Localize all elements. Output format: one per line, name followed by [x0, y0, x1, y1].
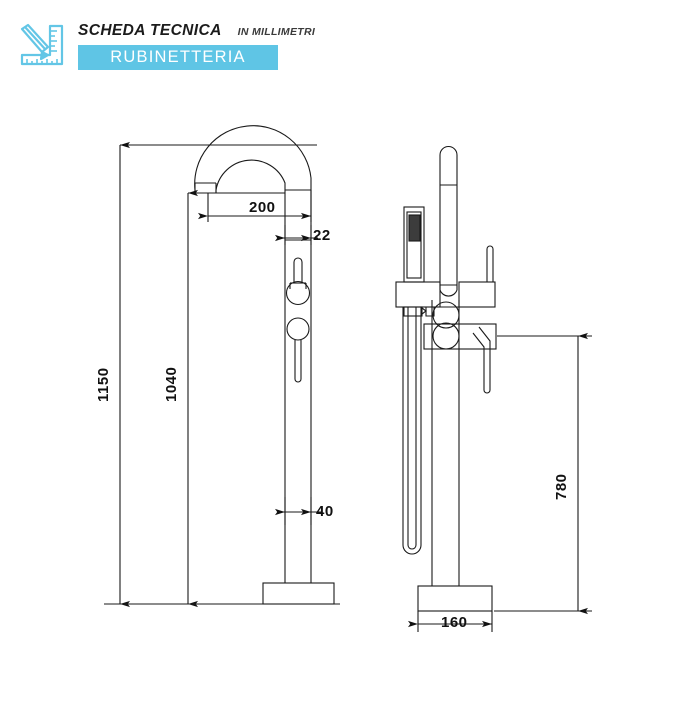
dimension-label-160: 160 — [441, 614, 468, 631]
page-title: SCHEDA TECNICA — [78, 22, 222, 39]
dimension-label-40: 40 — [316, 503, 334, 520]
category-banner: RUBINETTERIA — [78, 45, 278, 70]
dimension-label-1150: 1150 — [95, 367, 112, 402]
front-view-geometry — [194, 125, 335, 605]
side-view-geometry — [395, 146, 497, 612]
dimension-label-1040: 1040 — [163, 366, 180, 402]
dimension-label-22: 22 — [313, 227, 331, 244]
dimension-label-200: 200 — [249, 199, 276, 216]
header: SCHEDA TECNICA IN MILLIMETRI RUBINETTERI… — [0, 0, 700, 92]
header-title-row: SCHEDA TECNICA IN MILLIMETRI — [78, 22, 498, 44]
page-subtitle: IN MILLIMETRI — [237, 26, 316, 38]
dimension-label-780: 780 — [553, 473, 570, 500]
category-banner-label: RUBINETTERIA — [110, 48, 246, 66]
pencil-and-ruler-icon — [14, 22, 72, 72]
dimension-lines — [104, 141, 592, 632]
